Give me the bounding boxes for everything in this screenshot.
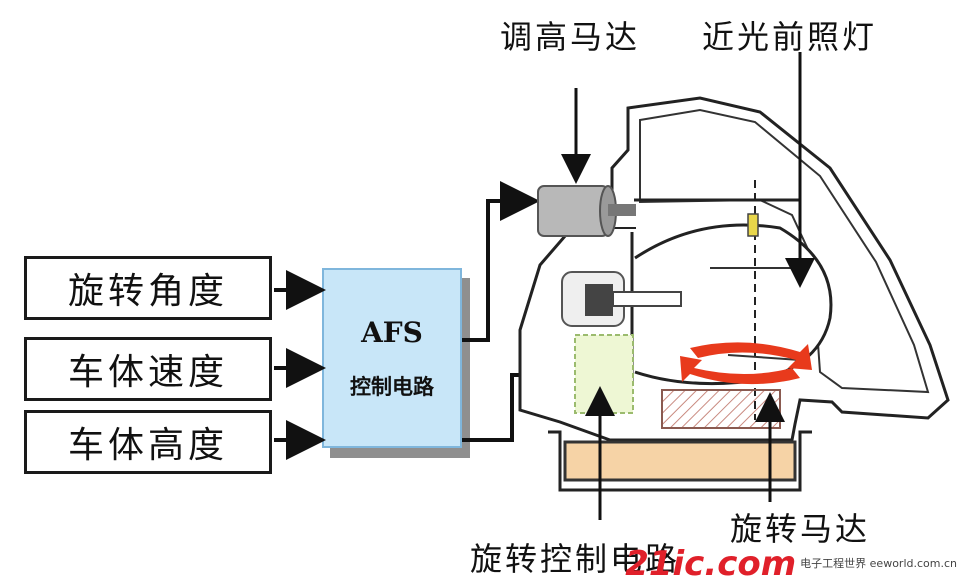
input-box-vehicle-speed: 车体速度 [24, 337, 272, 401]
pivot-bracket [747, 213, 759, 237]
leveling-motor [537, 185, 609, 237]
arrow-to-leveling-motor [462, 181, 540, 342]
label-swivel-control: 旋转控制电路 [470, 540, 681, 578]
watermark-main: 21ic.com [625, 544, 797, 584]
watermark-logo: 21ic.com 电子工程世界 eeworld.com.cn [625, 544, 957, 584]
leveling-motor-shaft [608, 204, 636, 216]
base-frame [548, 430, 812, 492]
rotation-arrow-bottom [680, 356, 800, 385]
bulb-glass [612, 291, 682, 307]
base-tray [563, 440, 797, 482]
projector-reflector [634, 223, 833, 386]
label-low-beam: 近光前照灯 [702, 18, 878, 56]
input-box-vehicle-height: 车体高度 [24, 410, 272, 474]
input-box-rotation-angle: 旋转角度 [24, 256, 272, 320]
rotation-arrow-top [690, 342, 812, 370]
bulb-base [585, 284, 613, 316]
swivel-control-board [574, 334, 634, 414]
afs-subtitle: 控制电路 [350, 374, 434, 399]
afs-title: AFS [361, 315, 423, 349]
label-swivel-motor: 旋转马达 [730, 510, 871, 548]
swivel-motor [661, 389, 781, 429]
label-leveling-motor: 调高马达 [500, 18, 641, 56]
lens-outline [639, 108, 930, 394]
inner-line-2 [727, 354, 801, 361]
watermark-side: 电子工程世界 eeworld.com.cn [800, 556, 957, 570]
